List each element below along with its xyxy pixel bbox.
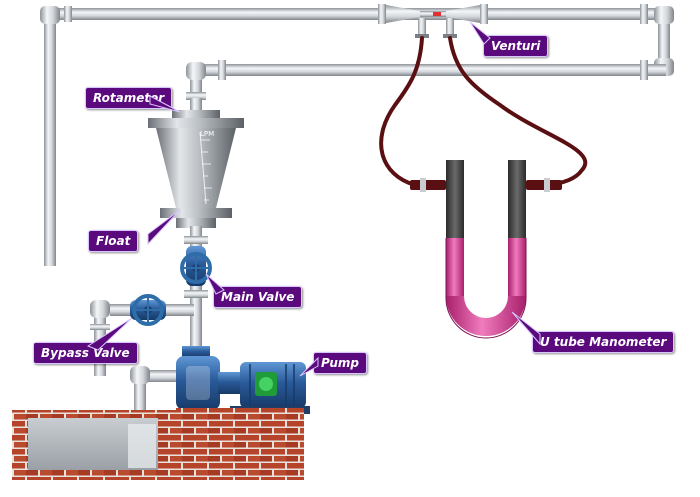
bypass-valve-label: Bypass Valve — [33, 342, 138, 364]
rotameter-label: Rotameter — [85, 87, 173, 109]
main-valve — [180, 246, 212, 286]
venturi-meter — [378, 4, 488, 38]
pump-label: Pump — [313, 352, 368, 374]
rotameter-scale-unit: LPM — [200, 130, 214, 138]
float-label: Float — [88, 230, 139, 252]
main-pipe-column — [184, 226, 208, 350]
rotameter: LPM — [148, 98, 244, 228]
u-tube-manometer — [410, 160, 562, 339]
return-pipe-network — [40, 4, 674, 266]
u-tube-manometer-label: U tube Manometer — [532, 331, 675, 353]
main-valve-label: Main Valve — [213, 286, 303, 308]
pump-assembly — [176, 346, 310, 414]
manometer-hoses — [379, 36, 587, 187]
bypass-valve — [130, 294, 166, 326]
sump-tank — [12, 408, 304, 480]
venturi-label: Venturi — [483, 35, 549, 57]
